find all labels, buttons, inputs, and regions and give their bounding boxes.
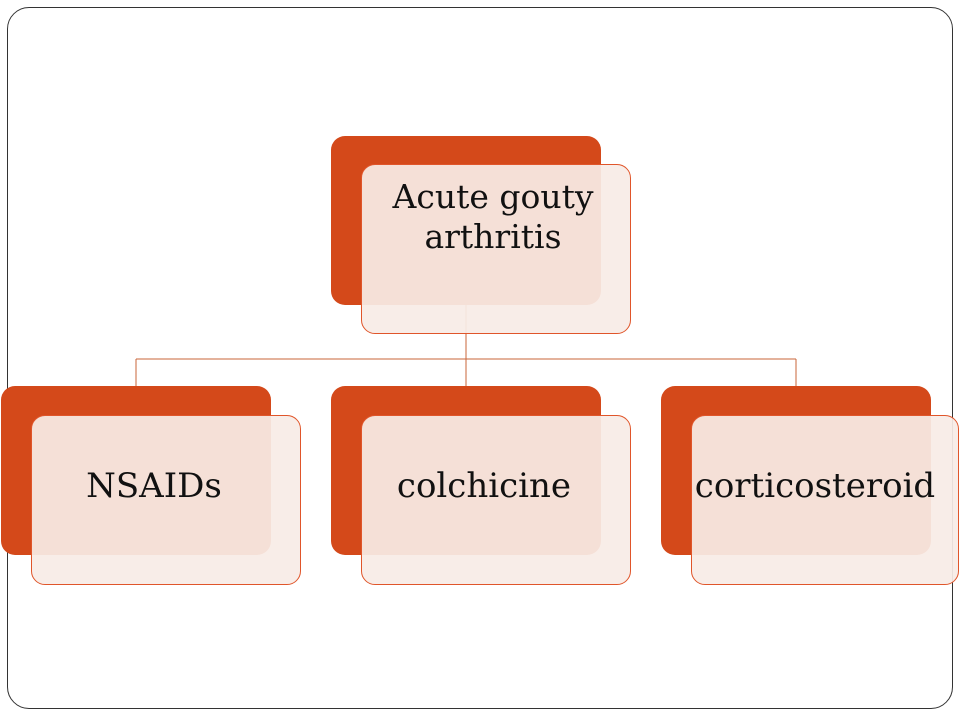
child-node-nsaids-label: NSAIDs: [86, 466, 222, 506]
child-node-nsaids: NSAIDs: [31, 415, 301, 585]
root-node-label: Acute gouty arthritis: [392, 177, 594, 256]
child-node-corticosteroid-label: corticosteroid: [694, 466, 936, 506]
slide-frame: [7, 7, 953, 709]
child-node-colchicine: colchicine: [361, 415, 631, 585]
child-node-corticosteroid: corticosteroid: [691, 415, 959, 585]
root-node: Acute gouty arthritis: [361, 164, 631, 334]
child-node-colchicine-label: colchicine: [396, 466, 572, 506]
